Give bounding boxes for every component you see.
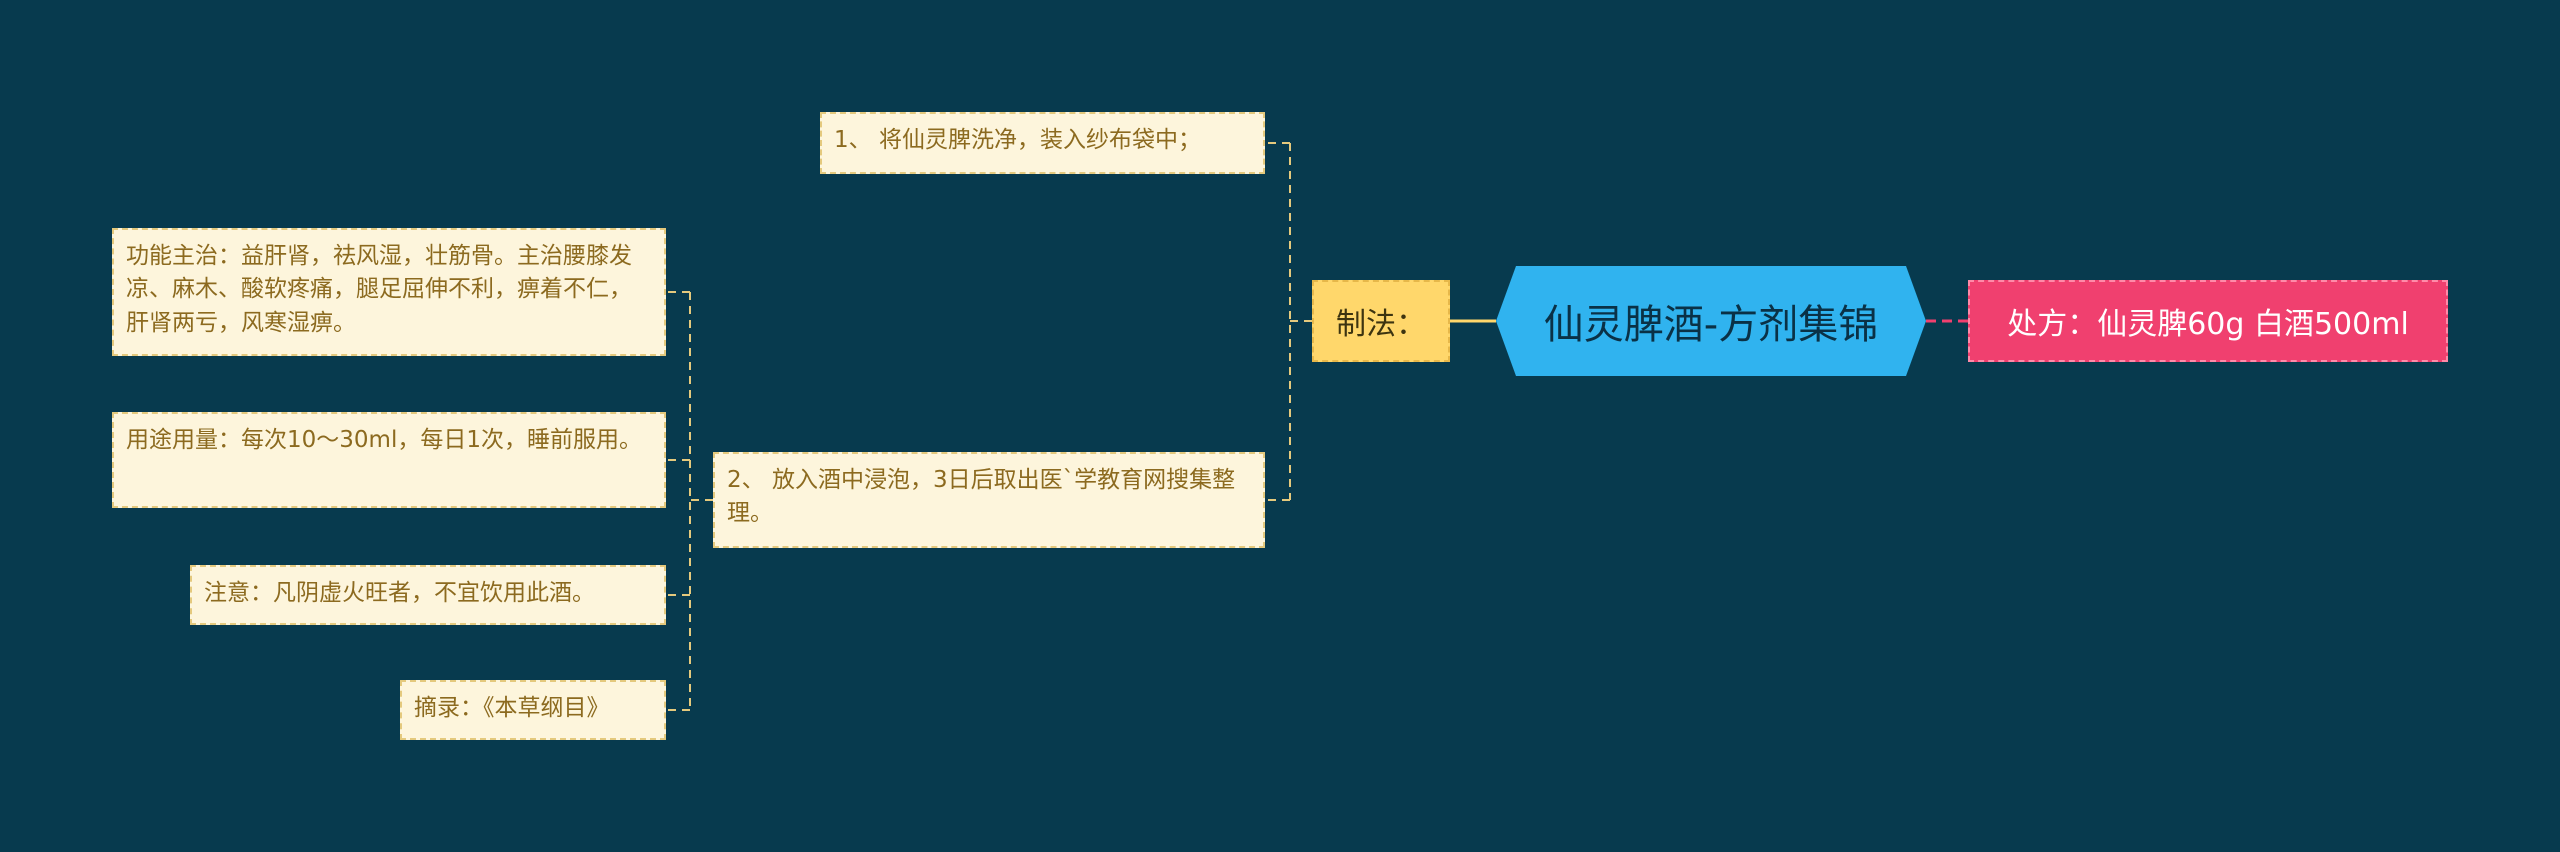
detail-caution-node[interactable]: 注意：凡阴虚火旺者，不宜饮用此酒。 bbox=[190, 565, 666, 625]
step-2-node[interactable]: 2、 放入酒中浸泡，3日后取出医`学教育网搜集整理。 bbox=[713, 452, 1265, 548]
detail-source-node[interactable]: 摘录：《本草纲目》 bbox=[400, 680, 666, 740]
method-branch[interactable]: 制法： bbox=[1312, 280, 1450, 362]
central-topic[interactable]: 仙灵脾酒-方剂集锦 bbox=[1496, 266, 1926, 376]
prescription-branch[interactable]: 处方：仙灵脾60g 白酒500ml bbox=[1968, 280, 2448, 362]
step-1-node[interactable]: 1、 将仙灵脾洗净，装入纱布袋中； bbox=[820, 112, 1265, 174]
detail-function-node[interactable]: 功能主治：益肝肾，祛风湿，壮筋骨。主治腰膝发凉、麻木、酸软疼痛，腿足屈伸不利，痹… bbox=[112, 228, 666, 356]
connector-step2-details bbox=[666, 291, 713, 711]
connector-method-steps bbox=[1265, 142, 1312, 501]
detail-usage-node[interactable]: 用途用量：每次10～30ml，每日1次，睡前服用。 bbox=[112, 412, 666, 508]
